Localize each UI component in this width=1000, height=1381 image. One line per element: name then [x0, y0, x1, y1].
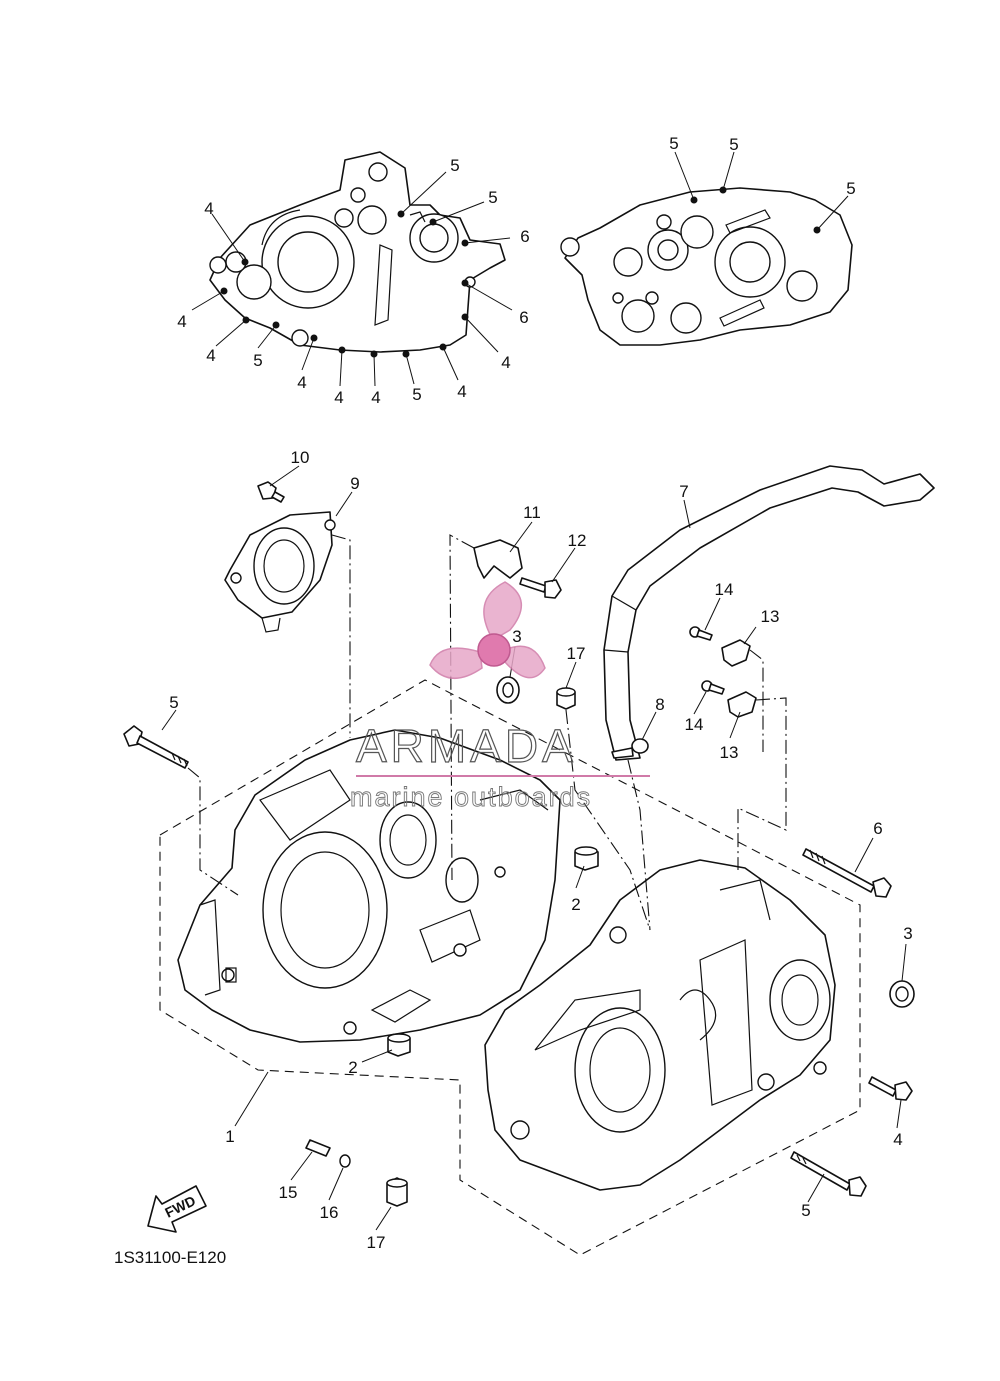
callout-5: 5: [669, 134, 678, 153]
armada-watermark: ARMADA marine outboards: [350, 581, 650, 812]
left-crankcase-face: [209, 151, 506, 353]
clamp-13-upper: [721, 639, 764, 752]
callout-7: 7: [679, 482, 688, 501]
callout-5: 5: [801, 1201, 810, 1220]
right-crankcase-face: [560, 151, 853, 346]
right-crankcase: [484, 859, 836, 1191]
oil-seal-3-upper: [496, 676, 520, 704]
bolt-4-right: [868, 1076, 913, 1101]
callout-3: 3: [903, 924, 912, 943]
callout-4: 4: [177, 312, 186, 331]
screw-14-lower: [701, 680, 725, 695]
callout-1: 1: [225, 1127, 234, 1146]
bracket-11: [449, 534, 523, 881]
callout-6: 6: [520, 227, 529, 246]
callout-4: 4: [297, 373, 306, 392]
callout-6: 6: [519, 308, 528, 327]
callout-5: 5: [412, 385, 421, 404]
bolt-12: [519, 577, 562, 599]
callout-5: 5: [450, 156, 459, 175]
callout-9: 9: [350, 474, 359, 493]
callout-5: 5: [729, 135, 738, 154]
breather-hose-7: [603, 465, 935, 931]
callout-14: 14: [685, 715, 704, 734]
callout-4: 4: [206, 346, 215, 365]
callout-12: 12: [568, 531, 587, 550]
propeller-logo: [429, 581, 546, 680]
dowel-2-upper: [574, 846, 599, 871]
callout-4: 4: [893, 1130, 902, 1149]
hose-clip-8: [611, 738, 649, 759]
dowel-17-upper: [556, 687, 651, 931]
left-face-bolt-markers: [191, 171, 513, 387]
left-crankcase: [177, 729, 561, 1043]
assembly-envelope: [159, 679, 861, 1256]
callout-5: 5: [846, 179, 855, 198]
o-ring-16: [339, 1154, 351, 1168]
bolt-6-right: [802, 848, 892, 898]
callout-6: 6: [873, 819, 882, 838]
bolt-5-left: [123, 725, 239, 896]
callout-5: 5: [488, 188, 497, 207]
callout-4: 4: [334, 388, 343, 407]
oil-seal-3-right: [889, 980, 915, 1008]
callout-4: 4: [457, 382, 466, 401]
screw-14-upper: [689, 626, 713, 641]
left-face-callouts: 4 4 4 5 4 4 4 5 4 4 6 6 5 5: [177, 156, 529, 407]
callout-8: 8: [655, 695, 664, 714]
callout-5: 5: [253, 351, 262, 370]
callout-5: 5: [169, 693, 178, 712]
forward-direction-arrow: FWD: [147, 1185, 207, 1233]
pin-15: [305, 1139, 331, 1157]
watermark-subtitle: marine outboards: [350, 782, 592, 812]
part-callouts: 1 2 2 3 3 4 5 5 6 7 8 9 10 11 12 13 13 1…: [169, 448, 912, 1252]
right-face-callouts: 5 5 5: [669, 134, 855, 198]
callout-17: 17: [567, 644, 586, 663]
callout-13: 13: [761, 607, 780, 626]
callout-leaders: [161, 465, 907, 1231]
callout-17: 17: [367, 1233, 386, 1252]
bolt-10: [257, 481, 285, 503]
callout-2: 2: [571, 895, 580, 914]
dowel-2-lower: [387, 1033, 411, 1057]
clamp-13-lower: [727, 691, 787, 870]
diagram-code: 1S31100-E120: [114, 1248, 226, 1267]
callout-13: 13: [720, 743, 739, 762]
bearing-retainer-9: [224, 511, 351, 738]
callout-2: 2: [348, 1058, 357, 1077]
callout-4: 4: [501, 353, 510, 372]
watermark-title: ARMADA: [356, 720, 577, 772]
callout-4: 4: [371, 388, 380, 407]
callout-10: 10: [291, 448, 310, 467]
callout-4: 4: [204, 199, 213, 218]
bolt-5-lower: [790, 1151, 867, 1197]
callout-14: 14: [715, 580, 734, 599]
callout-11: 11: [523, 503, 541, 522]
callout-16: 16: [320, 1203, 339, 1222]
callout-3: 3: [512, 627, 521, 646]
dowel-17-lower: [386, 1177, 408, 1207]
callout-15: 15: [279, 1183, 298, 1202]
